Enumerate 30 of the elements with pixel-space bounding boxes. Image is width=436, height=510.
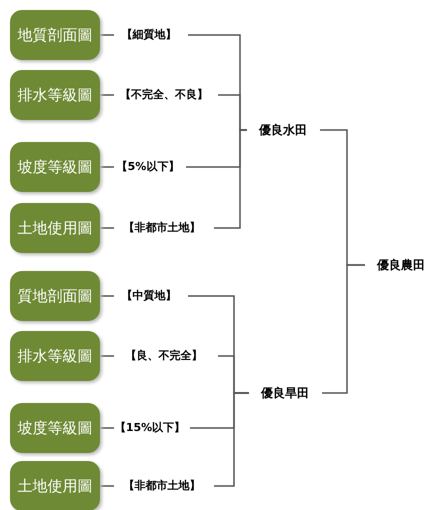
connector-line xyxy=(100,227,114,229)
connector-line xyxy=(100,34,114,36)
map-box: 排水等級圖 xyxy=(10,70,100,120)
criterion-label: 【15%以下】 xyxy=(114,419,186,437)
map-box: 質地剖面圖 xyxy=(10,271,100,321)
criterion-label: 【非都市土地】 xyxy=(114,477,210,495)
connector-line xyxy=(322,264,365,394)
map-box: 排水等級圖 xyxy=(10,331,100,381)
criterion-label: 【細質地】 xyxy=(114,26,184,44)
connector-line xyxy=(100,295,114,297)
map-box: 坡度等級圖 xyxy=(10,403,100,453)
connector-line xyxy=(100,166,114,168)
category-label: 優良農田 xyxy=(368,256,434,274)
criterion-label: 【非都市土地】 xyxy=(114,219,210,237)
map-box: 坡度等級圖 xyxy=(10,142,100,192)
criterion-label: 【中質地】 xyxy=(114,287,184,305)
connector-line xyxy=(100,427,114,429)
criterion-label: 【不完全、不良】 xyxy=(114,86,214,104)
map-box: 土地使用圖 xyxy=(10,203,100,253)
connector-line xyxy=(214,129,247,229)
connector-line xyxy=(100,355,114,357)
connector-line xyxy=(100,94,114,96)
criterion-label: 【5%以下】 xyxy=(114,158,182,176)
map-box: 土地使用圖 xyxy=(10,461,100,510)
map-box: 地質剖面圖 xyxy=(10,10,100,60)
category-label: 優良水田 xyxy=(250,121,316,139)
connector-line xyxy=(100,485,114,487)
connector-line xyxy=(214,392,249,487)
category-label: 優良旱田 xyxy=(252,384,318,402)
criterion-label: 【良、不完全】 xyxy=(114,347,214,365)
